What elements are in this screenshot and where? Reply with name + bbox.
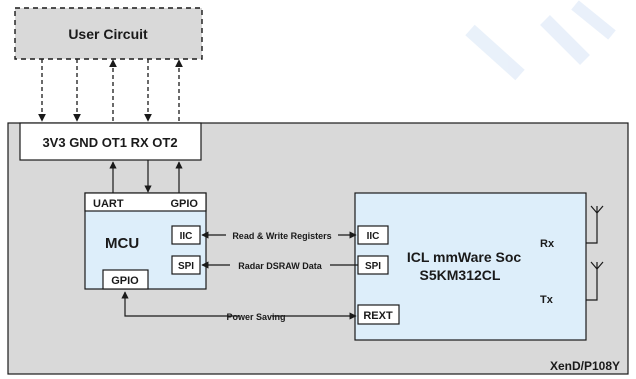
mcu-gpio-port xyxy=(102,269,149,290)
power-link-label: Power Saving xyxy=(226,312,285,322)
mcu-gpio-bottom-label: GPIO xyxy=(111,275,139,287)
pin-links xyxy=(38,59,183,122)
user-circuit-label: User Circuit xyxy=(68,26,148,42)
mcu-gpio-top-label: GPIO xyxy=(170,198,198,210)
rx-antenna-icon xyxy=(586,205,604,244)
soc-rext-port xyxy=(357,304,400,325)
dsraw-link-label: Radar DSRAW Data xyxy=(238,261,323,271)
connector-mcu-links xyxy=(109,160,183,193)
mcu-iic-port xyxy=(171,225,201,245)
mcu-spi-port xyxy=(171,255,201,275)
connector-box xyxy=(19,122,202,161)
soc-spi-label: SPI xyxy=(365,261,381,272)
module-name: XenD/P108Y xyxy=(550,359,620,373)
power-link-left xyxy=(121,291,240,317)
soc-title-line2: S5KM312CL xyxy=(420,267,501,283)
soc-iic-label: IIC xyxy=(367,231,380,242)
tx-antenna-icon xyxy=(586,261,604,301)
soc-rx-label: Rx xyxy=(540,238,555,250)
mcu-soc-links xyxy=(121,231,358,320)
connector-label: 3V3 GND OT1 RX OT2 xyxy=(42,135,177,150)
soc-title-line1: ICL mmWare Soc xyxy=(407,249,522,265)
soc-iic-port xyxy=(357,225,389,245)
mcu-label: MCU xyxy=(105,235,139,252)
user-circuit-box xyxy=(14,7,203,60)
soc-rext-label: REXT xyxy=(363,310,393,322)
mcu-top-bar xyxy=(84,192,207,212)
soc-tx-label: Tx xyxy=(540,294,554,306)
soc-box xyxy=(354,192,587,341)
registers-link-label: Read & Write Registers xyxy=(232,231,331,241)
mcu-iic-label: IIC xyxy=(180,231,193,242)
mcu-uart-label: UART xyxy=(93,198,124,210)
mcu-spi-label: SPI xyxy=(178,261,194,272)
